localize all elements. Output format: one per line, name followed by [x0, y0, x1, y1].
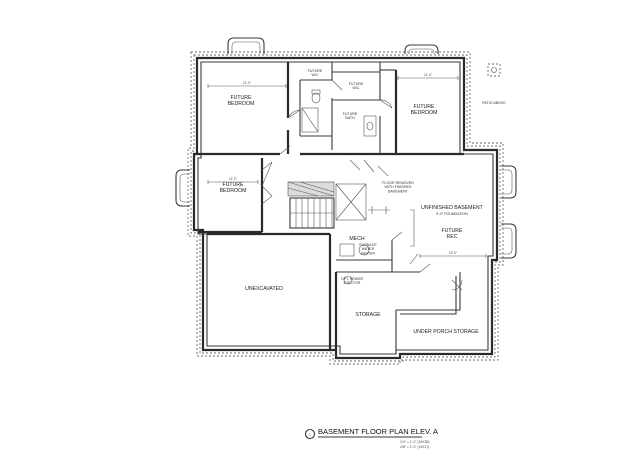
title-number: 1: [309, 433, 311, 437]
label-line: OPT. SEWER: [341, 277, 364, 281]
label-line: BATH: [345, 116, 355, 120]
label-line: FLOOR REMOVED: [382, 181, 414, 185]
room-label-unfinished: UNFINISHED BASEMENT: [421, 205, 484, 211]
label-line: BEDROOM: [228, 101, 255, 107]
label-line: STORAGE: [355, 312, 381, 318]
label-line: UNFINISHED BASEMENT: [421, 205, 484, 211]
label-line: W/C: [353, 86, 360, 90]
label-line: WATER: [362, 247, 375, 251]
label-line: BEDROOM: [220, 188, 247, 194]
label-line: REC: [447, 234, 458, 240]
label-line: PATIO ABOVE: [482, 101, 506, 105]
label-line: FUTURE: [349, 82, 364, 86]
svg-text:11'-0": 11'-0": [424, 73, 432, 77]
label-line: FUTURE: [308, 69, 323, 73]
patio-marker: [487, 63, 501, 77]
svg-text:12'-0": 12'-0": [449, 251, 457, 255]
label-line: BEDROOM: [411, 110, 438, 116]
label-line: FURNACE: [359, 243, 377, 247]
title-scale-2: 1/8" = 1'-0" (11X17): [400, 445, 429, 449]
label-line: BASEMENT: [388, 189, 409, 193]
title-text: BASEMENT FLOOR PLAN ELEV. A: [318, 427, 438, 436]
room-label-porch-storage: UNDER PORCH STORAGE: [413, 329, 479, 335]
footing-outline: [187, 51, 504, 365]
label-line: 9'-0" FOUNDATION: [436, 212, 468, 216]
dimension-lines: 11'-0" 11'-0" 11'-0" 12'-0": [207, 73, 487, 258]
label-line: FUTURE: [230, 95, 252, 101]
svg-text:11'-0": 11'-0": [229, 177, 237, 181]
label-line: UNDER PORCH STORAGE: [413, 329, 479, 335]
label-line: FUTURE: [441, 228, 463, 234]
title-block: 1 BASEMENT FLOOR PLAN ELEV. A 1/4" = 1'-…: [304, 427, 438, 449]
room-label-storage: STORAGE: [355, 312, 381, 318]
note-foundation: 9'-0" FOUNDATION: [436, 212, 468, 216]
window-wells: [175, 37, 517, 259]
svg-text:11'-0": 11'-0": [243, 81, 251, 85]
room-label-mech: MECH: [349, 236, 365, 242]
stairs: [287, 181, 390, 229]
label-line: HEATER: [361, 251, 376, 255]
label-line: W/C: [312, 73, 319, 77]
mech-equipment: [339, 209, 415, 285]
label-line: EJECTOR: [344, 281, 361, 285]
title-number-circle: [304, 428, 316, 440]
label-line: MECH: [349, 236, 365, 242]
label-line: UNEXCAVATED: [245, 286, 283, 292]
label-line: WITH FINISHED: [385, 185, 412, 189]
label-line: FUTURE: [222, 182, 244, 188]
door-swings: [261, 79, 463, 291]
label-line: FUTURE: [413, 104, 435, 110]
title-scale-1: 1/4" = 1'-0" (24X36): [400, 440, 430, 444]
room-label-unexcavated: UNEXCAVATED: [245, 286, 283, 292]
label-line: FUTURE: [343, 112, 358, 116]
bath-fixtures: [301, 89, 377, 137]
interior-walls: [198, 62, 464, 354]
note-patio: PATIO ABOVE: [482, 101, 506, 105]
